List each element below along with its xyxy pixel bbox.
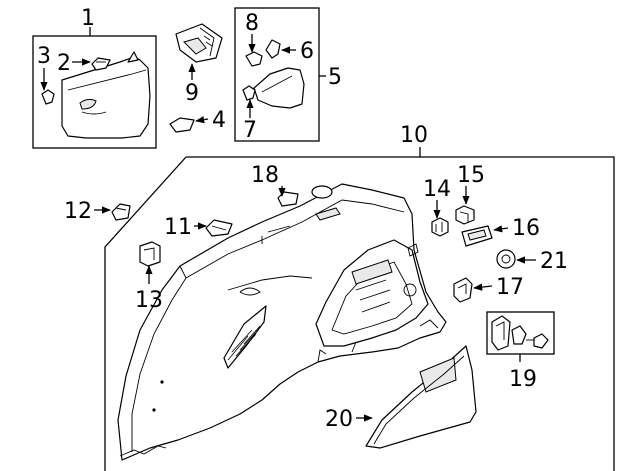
clip-part-18 [277, 191, 299, 207]
callout-2: 2 [57, 51, 71, 76]
callout-20: 20 [325, 407, 353, 432]
clip-part-7 [242, 85, 256, 101]
callout-18: 18 [251, 163, 279, 188]
clip-part-15 [455, 205, 475, 225]
leader-lines [40, 34, 536, 422]
callout-15: 15 [457, 163, 485, 188]
callout-13: 13 [135, 288, 163, 313]
callout-10: 10 [400, 123, 428, 148]
group-5-box [234, 7, 326, 142]
group-10-box [104, 147, 615, 471]
bracket-part-11 [205, 219, 233, 237]
plug-part-21 [496, 249, 516, 269]
callout-1: 1 [81, 6, 95, 31]
callout-21: 21 [540, 249, 568, 274]
clip-part-3 [41, 89, 55, 105]
callout-12: 12 [64, 199, 92, 224]
callout-labels: 1 2 3 4 5 6 7 8 9 10 11 12 13 14 15 16 1… [37, 6, 568, 432]
group-1-box [32, 27, 157, 149]
bracket-part-9 [175, 23, 223, 63]
quarter-panel-upper-left [61, 51, 151, 139]
clip-part-6 [265, 39, 281, 59]
callout-3: 3 [37, 44, 51, 69]
callout-11: 11 [164, 215, 192, 240]
hook-part-17 [453, 277, 473, 303]
callout-8: 8 [245, 11, 259, 36]
callout-19: 19 [509, 367, 537, 392]
callout-5: 5 [328, 65, 342, 90]
switch-part-16 [461, 225, 493, 247]
garnish-part-5 [253, 67, 305, 109]
clip-part-8 [245, 51, 263, 67]
callout-14: 14 [423, 177, 451, 202]
retainer-part-13 [139, 241, 161, 267]
clip-part-2 [91, 57, 111, 71]
callout-9: 9 [185, 81, 199, 106]
cover-panel-part-20 [365, 345, 477, 449]
vent-grille [223, 305, 267, 369]
callout-7: 7 [243, 118, 257, 143]
cap-part-4 [169, 117, 195, 133]
callout-16: 16 [512, 216, 540, 241]
quarter-trim-panel [117, 183, 447, 461]
callout-17: 17 [496, 275, 524, 300]
callout-4: 4 [212, 108, 226, 133]
callout-6: 6 [300, 39, 314, 64]
bracket-part-12 [111, 203, 131, 221]
group-19-box [486, 311, 555, 362]
clip-part-14 [431, 217, 449, 237]
